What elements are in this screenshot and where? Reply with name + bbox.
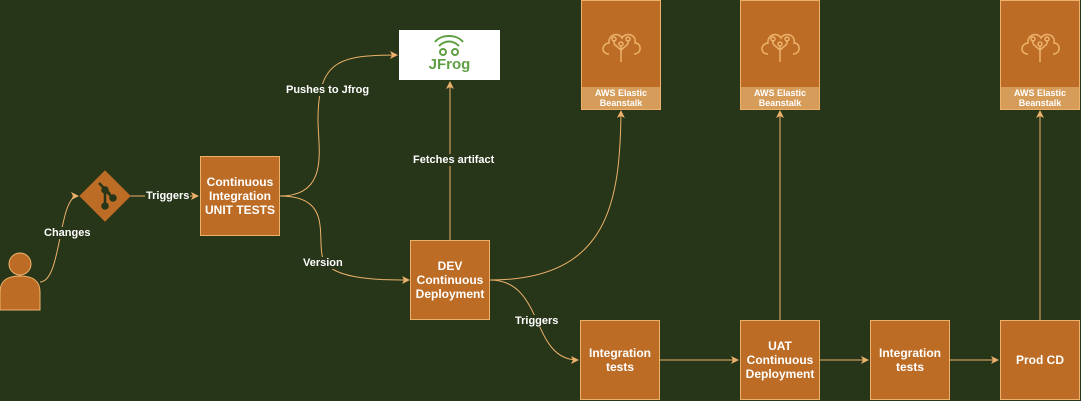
edge-ci-to-dev [279, 195, 410, 284]
beanstalk-label-uat: AWS Elastic Beanstalk [741, 87, 819, 109]
beanstalk-node-dev[interactable]: AWS Elastic Beanstalk [581, 0, 661, 110]
ci-node[interactable]: Continuous Integration UNIT TESTS [200, 156, 280, 236]
edge-label-triggers-ci: Triggers [145, 190, 191, 202]
git-icon[interactable] [79, 170, 131, 222]
integration-tests-node-2[interactable]: Integration tests [870, 320, 950, 400]
edge-ci-to-jfrog [279, 51, 398, 197]
edge-dev-to-beanstalk [489, 110, 625, 281]
uat-cd-node[interactable]: UAT Continuous Deployment [740, 320, 820, 400]
cloud-tree-icon [1021, 33, 1060, 62]
edge-user-to-git [39, 192, 79, 283]
edge-label-changes: Changes [43, 227, 92, 239]
jfrog-logo-text: JFrog [428, 56, 471, 73]
user-icon[interactable] [0, 252, 41, 311]
edge-label-pushes: Pushes to Jfrog [285, 84, 371, 96]
prod-cd-node[interactable]: Prod CD [1000, 320, 1080, 400]
jfrog-node[interactable]: JFrog [399, 30, 500, 80]
beanstalk-label-prod: AWS Elastic Beanstalk [1001, 87, 1079, 109]
dev-cd-node[interactable]: DEV Continuous Deployment [410, 240, 490, 320]
beanstalk-label-dev: AWS Elastic Beanstalk [582, 87, 660, 109]
edge-label-version: Version [302, 257, 344, 269]
cloud-tree-icon [602, 33, 641, 62]
jfrog-logo-icon [434, 35, 464, 56]
edge-label-fetches: Fetches artifact [412, 154, 496, 166]
integration-tests-node-1[interactable]: Integration tests [580, 320, 660, 400]
edge-label-triggers-integration: Triggers [514, 315, 560, 327]
beanstalk-node-prod[interactable]: AWS Elastic Beanstalk [1000, 0, 1080, 110]
cloud-tree-icon [761, 33, 800, 62]
beanstalk-node-uat[interactable]: AWS Elastic Beanstalk [740, 0, 820, 110]
